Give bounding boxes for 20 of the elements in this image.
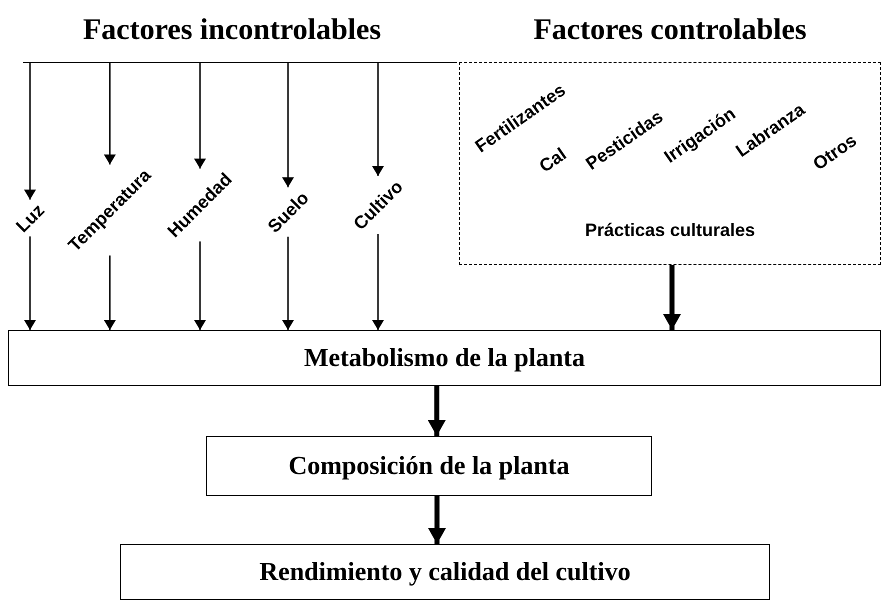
arrow	[24, 236, 36, 330]
arrow	[428, 386, 446, 436]
factor-label: Luz	[12, 200, 48, 236]
section-heading: Factores incontrolables	[23, 8, 457, 63]
arrow	[104, 256, 116, 330]
arrow	[194, 63, 206, 169]
arrow	[428, 496, 446, 544]
group-caption: Prácticas culturales	[584, 220, 756, 241]
arrow	[104, 63, 116, 164]
arrow	[282, 236, 294, 330]
arrow	[372, 234, 384, 330]
process-box: Metabolismo de la planta	[8, 330, 881, 386]
arrow	[194, 241, 206, 330]
process-box: Composición de la planta	[206, 436, 652, 496]
arrow	[663, 265, 681, 330]
arrow	[24, 63, 36, 200]
section-heading: Factores controlables	[532, 12, 808, 48]
process-box: Rendimiento y calidad del cultivo	[120, 544, 770, 600]
arrow	[282, 63, 294, 188]
arrow	[372, 63, 384, 176]
